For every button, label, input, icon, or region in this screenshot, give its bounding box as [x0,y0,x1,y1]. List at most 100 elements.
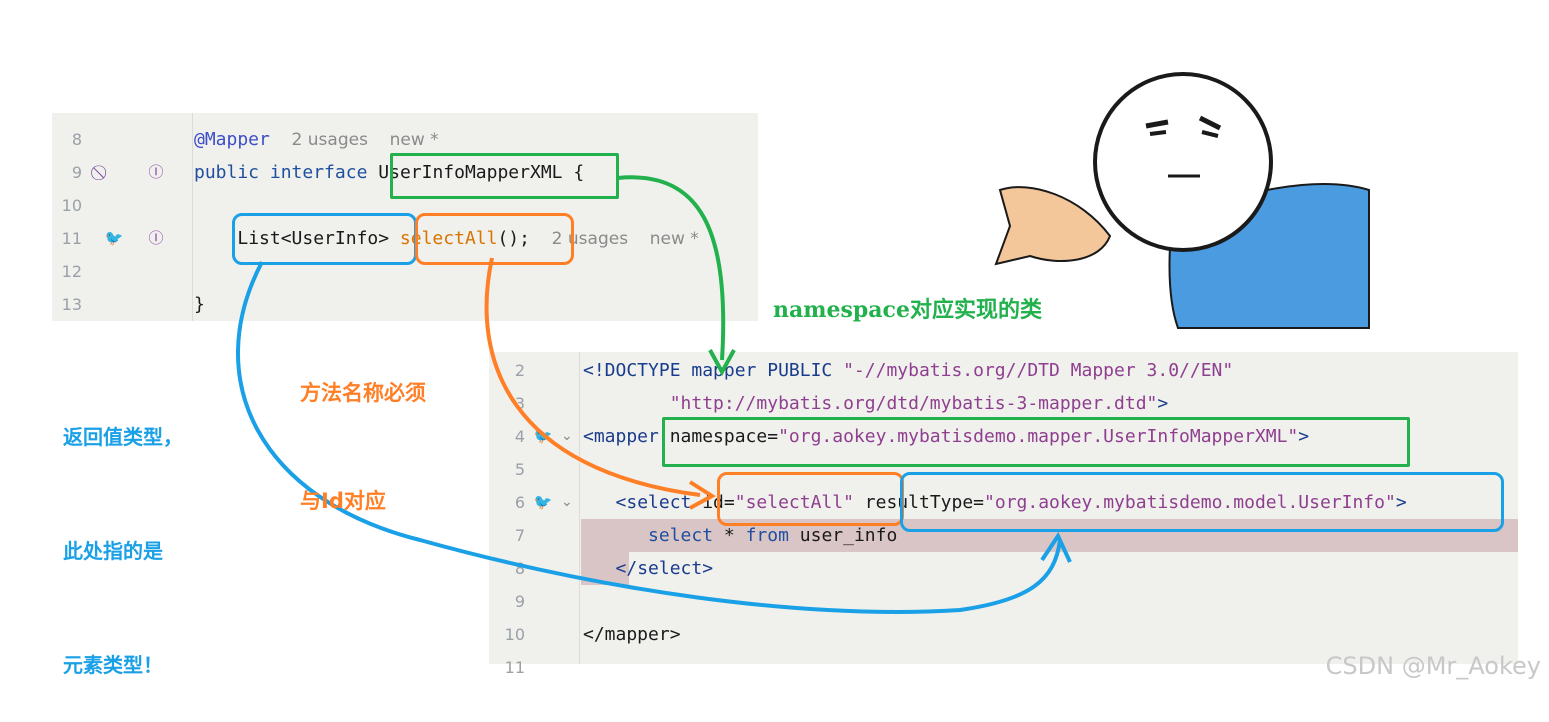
code-line-13[interactable]: 13 } [52,288,758,321]
line-number: 9 [514,592,525,611]
xml-line-9[interactable]: 9 [489,585,1518,618]
code-text: "http://mybatis.org/dtd/mybatis-3-mapper… [583,387,1169,420]
cartoon-head [1093,72,1273,252]
xml-line-3[interactable]: 3 "http://mybatis.org/dtd/mybatis-3-mapp… [489,387,1518,420]
keyword-public: public [194,162,260,183]
code-text: @Mapper 2 usages new * [194,123,439,156]
xml-line-8[interactable]: 8 </select> [489,552,1518,585]
fold-chevron-icon[interactable]: ⌄ [561,494,573,510]
namespace-attr: namespace= [669,426,779,447]
id-attr: id= [702,492,735,513]
code-text: public interface UserInfoMapperXML { [194,156,584,189]
line-number: 11 [504,658,525,677]
xml-line-10[interactable]: 10 </mapper> [489,618,1518,651]
code-text: List<UserInfo> selectAll(); 2 usages new… [194,222,699,255]
return-note-line-1: 返回值类型， [63,425,183,449]
code-line-12[interactable]: 12 [52,255,758,288]
xml-line-2[interactable]: 2 <!DOCTYPE mapper PUBLIC "-//mybatis.or… [489,354,1518,387]
doctype-decl: <!DOCTYPE mapper PUBLIC [583,360,844,381]
cartoon-eye-left [1149,130,1167,136]
mapper-open-tag: <mapper [583,426,670,447]
open-brace: { [573,162,585,183]
new-hint: new * [389,130,439,150]
code-text: <select id="selectAll" resultType="org.a… [583,486,1407,519]
code-line-9[interactable]: 9 ⃠ Ⓘ public interface UserInfoMapperXML… [52,156,758,189]
result-type-value[interactable]: "org.aokey.mybatisdemo.model.UserInfo" [984,492,1396,513]
line-number: 4 [514,427,525,446]
return-note-line-3: 元素类型！ [63,653,163,677]
line-number: 3 [514,394,525,413]
method-note-line-2: 与Id对应 [300,489,386,513]
new-hint: new * [649,229,699,249]
code-line-8[interactable]: 8 @Mapper 2 usages new * [52,123,758,156]
select-close-tag: </select> [615,558,714,579]
id-value[interactable]: "selectAll" [734,492,854,513]
line-number: 9 [71,163,82,182]
code-line-10[interactable]: 10 [52,189,758,222]
cartoon-hand [994,186,1112,266]
line-number: 13 [61,295,82,314]
bird-icon[interactable]: 🐦 [533,493,553,511]
dtd-url[interactable]: "http://mybatis.org/dtd/mybatis-3-mapper… [669,393,1158,414]
code-text: </select> [583,552,714,585]
fold-chevron-icon[interactable]: ⌄ [561,428,573,444]
mapper-close-tag: </mapper> [583,624,681,645]
sql-from-keyword: from [745,525,789,546]
line-number: 2 [514,361,525,380]
interface-name[interactable]: UserInfoMapperXML [378,162,563,183]
line-number: 8 [514,559,525,578]
line-number: 11 [61,229,82,248]
xml-line-5[interactable]: 5 [489,453,1518,486]
gutter-separator [192,113,193,321]
method-id-note: 方法名称必须 与Id对应 [300,303,426,555]
xml-line-7[interactable]: 7 select * from user_info [489,519,1518,552]
keyword-interface: interface [269,162,368,183]
usages-hint[interactable]: 2 usages [551,229,629,249]
line-number: 12 [61,262,82,281]
xml-editor-panel[interactable]: 2 <!DOCTYPE mapper PUBLIC "-//mybatis.or… [489,352,1518,677]
line-number: 5 [514,460,525,479]
xml-line-11[interactable]: 11 [489,651,1518,684]
method-name[interactable]: selectAll [399,228,498,249]
implemented-icon[interactable]: Ⓘ [148,229,164,247]
namespace-note: namespace对应实现的类 [773,297,1042,323]
usages-hint[interactable]: 2 usages [291,130,368,150]
cartoon-figure [994,72,1370,329]
cartoon-brow-left [1145,119,1169,129]
xml-line-6[interactable]: 6 🐦 ⌄ <select id="selectAll" resultType=… [489,486,1518,519]
line-number: 6 [514,493,525,512]
sql-star: * [713,525,746,546]
tag-close: > [1395,492,1407,513]
tag-close: > [1298,426,1310,447]
line-number: 10 [504,625,525,644]
mapper-annotation: @Mapper [194,129,270,150]
doctype-public-id: "-//mybatis.org//DTD Mapper 3.0//EN" [843,360,1234,381]
line-number: 7 [514,526,525,545]
select-open-tag: <select [615,492,703,513]
close-brace: } [194,294,205,315]
xml-line-4[interactable]: 4 🐦 ⌄ <mapper namespace="org.aokey.mybat… [489,420,1518,453]
code-text: <!DOCTYPE mapper PUBLIC "-//mybatis.org/… [583,354,1233,387]
namespace-value[interactable]: "org.aokey.mybatisdemo.mapper.UserInfoMa… [778,426,1299,447]
return-type-note: 返回值类型， 此处指的是 元素类型！ [63,342,183,722]
doctype-close: > [1157,393,1169,414]
sql-table-name: user_info [788,525,898,546]
line-number: 10 [61,196,82,215]
result-type-attr: resultType= [864,492,985,513]
bird-icon[interactable]: 🐦 [533,427,553,445]
code-text: select * from user_info [583,519,897,552]
watermark: CSDN @Mr_Aokey [1325,652,1541,680]
bird-icon[interactable]: 🐦 [104,229,124,247]
cartoon-body [1168,183,1370,329]
method-note-line-1: 方法名称必须 [300,381,426,405]
implemented-icon[interactable]: Ⓘ [148,163,164,181]
line-number: 8 [71,130,82,149]
cartoon-brow-right [1198,115,1222,131]
code-text: <mapper namespace="org.aokey.mybatisdemo… [583,420,1309,453]
return-note-line-2: 此处指的是 [63,539,163,563]
no-entry-icon[interactable]: ⃠ [92,162,112,182]
code-line-11[interactable]: 11 🐦 Ⓘ List<UserInfo> selectAll(); 2 usa… [52,222,758,255]
java-editor-panel[interactable]: 8 @Mapper 2 usages new * 9 ⃠ Ⓘ public in… [52,113,758,321]
sql-select-keyword: select [648,525,714,546]
return-type[interactable]: List<UserInfo> [237,228,390,249]
